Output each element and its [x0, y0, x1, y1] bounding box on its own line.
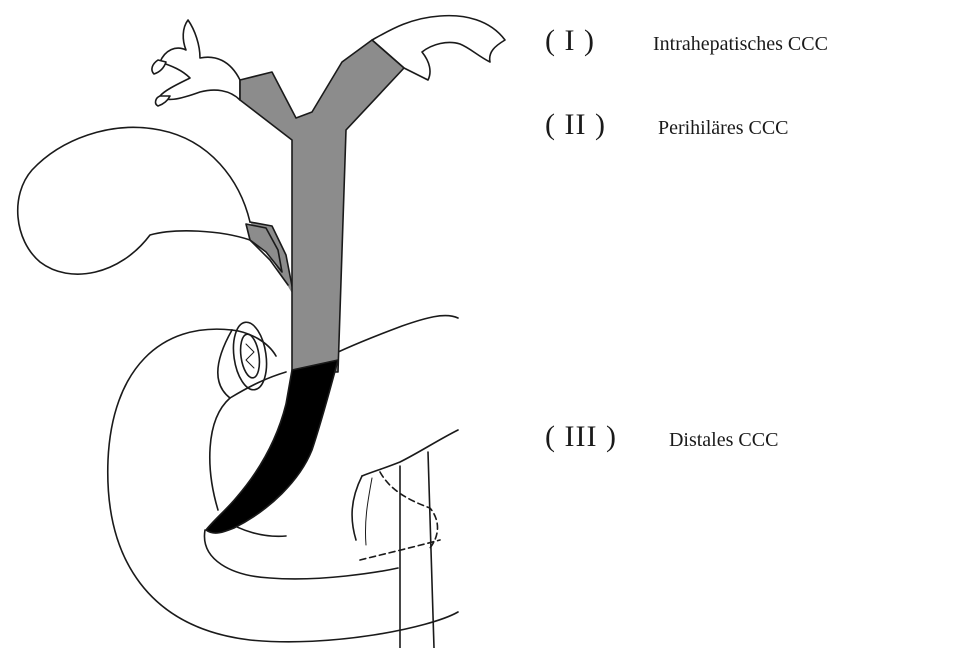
perihilar-ccc-label: Perihiläres CCC — [658, 117, 789, 140]
mesenteric-vessels — [400, 452, 434, 648]
perihilar-bile-duct — [240, 40, 404, 372]
intrahepatic-ccc-label: Intrahepatisches CCC — [653, 33, 828, 56]
roman-numeral-3: ( III ) — [545, 420, 617, 454]
roman-numeral-1: ( I ) — [545, 24, 595, 58]
label-row-intrahepatic: ( I ) Intrahepatisches CCC — [545, 24, 828, 58]
distal-ccc-label: Distales CCC — [669, 429, 778, 452]
label-row-perihilar: ( II ) Perihiläres CCC — [545, 108, 789, 142]
gallbladder-outline — [18, 127, 250, 274]
label-row-distal: ( III ) Distales CCC — [545, 420, 778, 454]
roman-numeral-2: ( II ) — [545, 108, 606, 142]
distal-bile-duct — [206, 360, 338, 533]
